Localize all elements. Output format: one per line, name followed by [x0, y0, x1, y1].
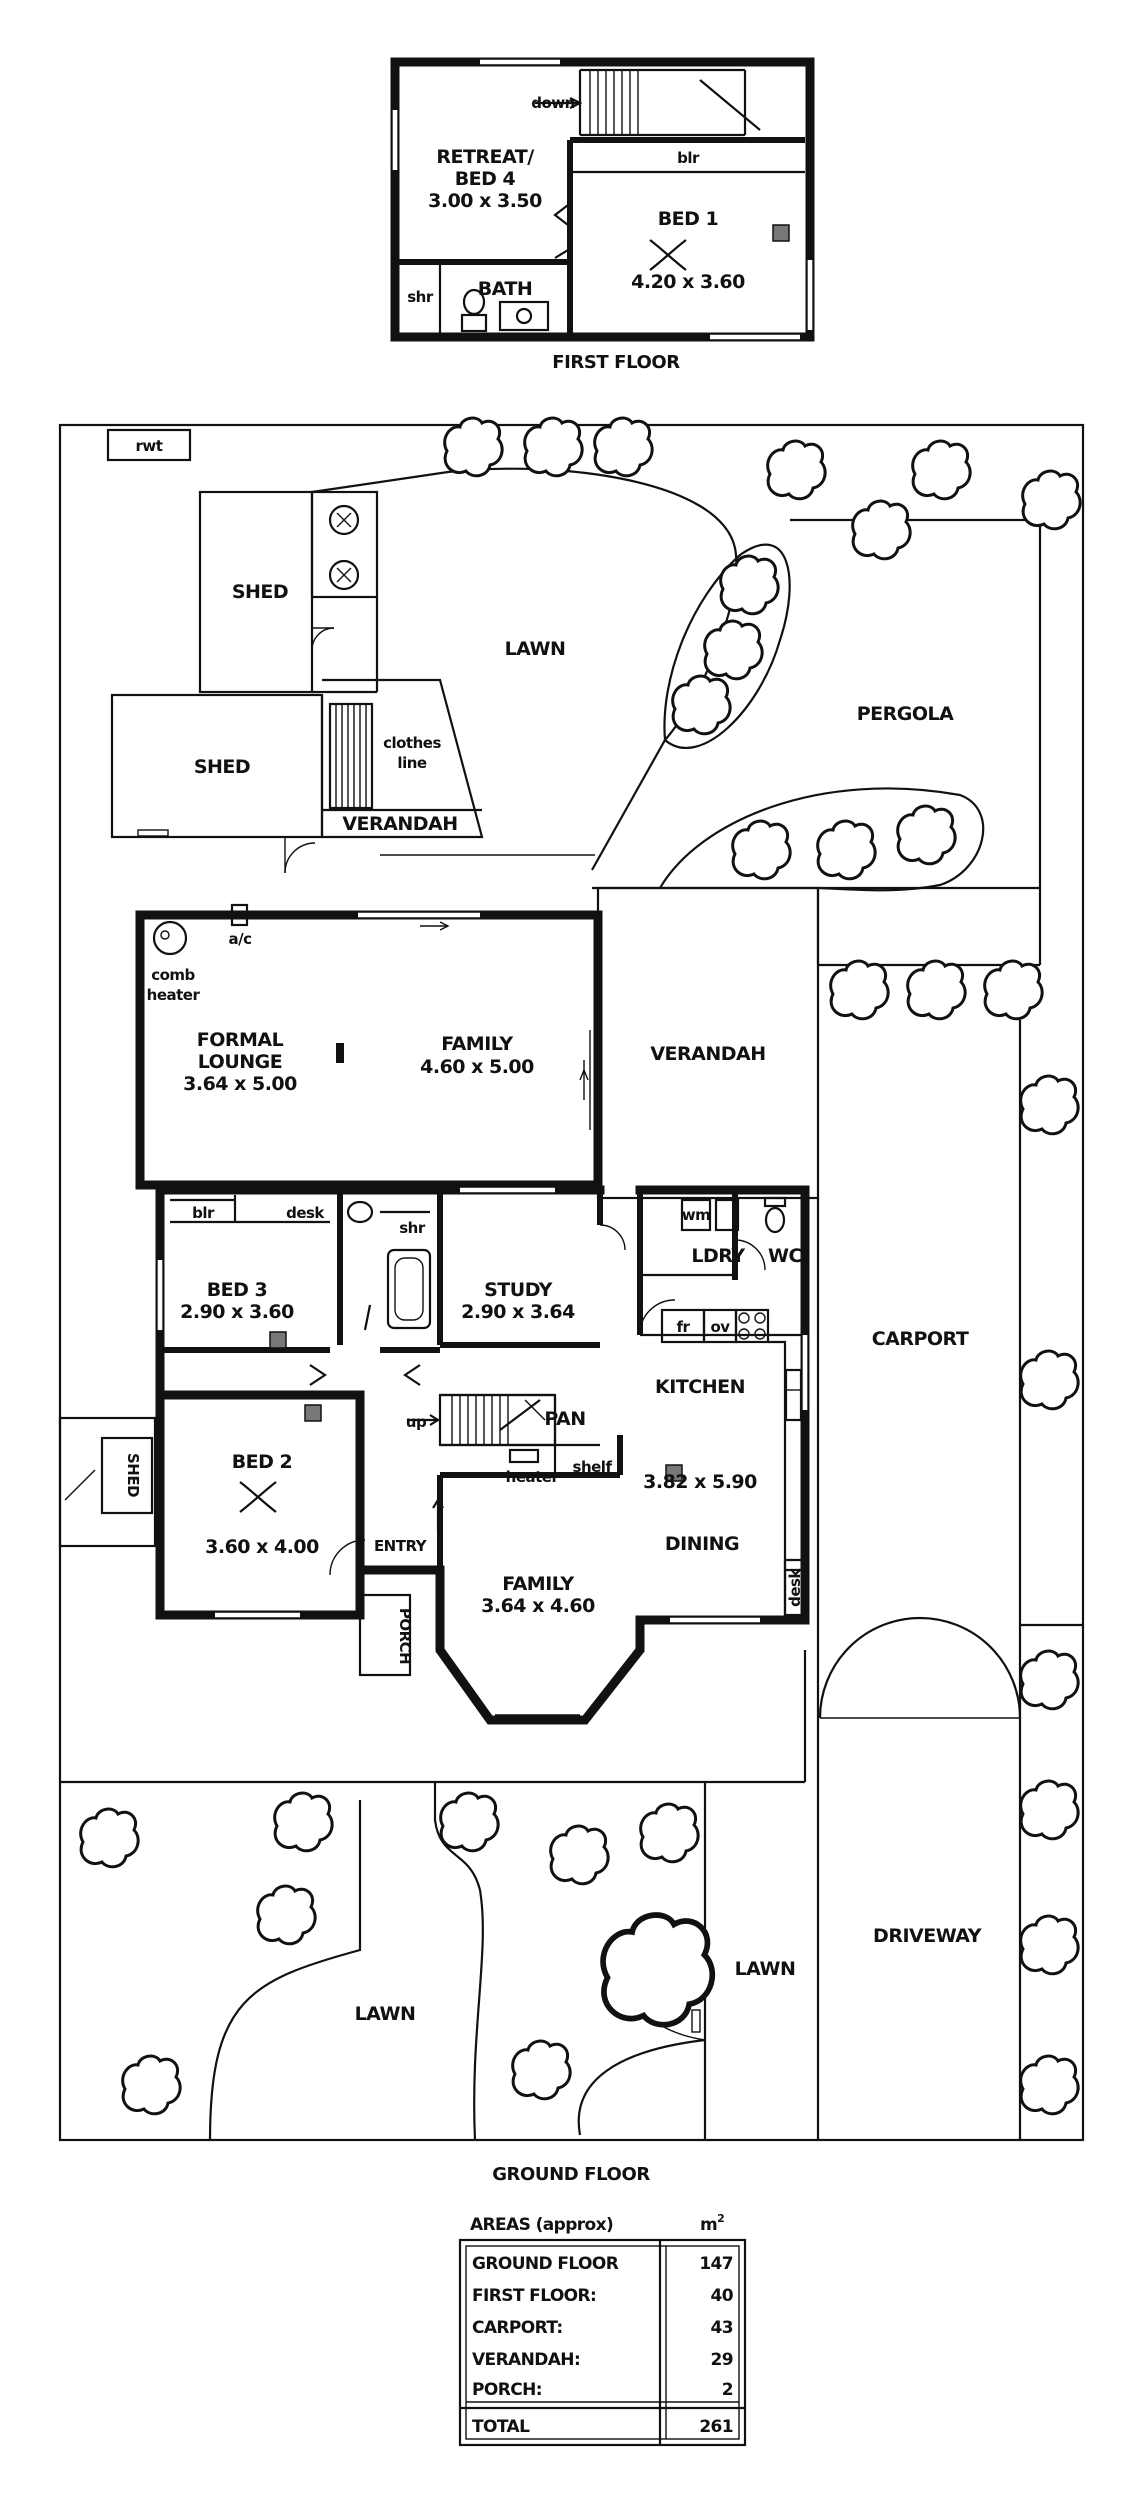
room-dimension-family: 3.64 x 4.60	[481, 1595, 595, 1617]
label-oven: ov	[710, 1318, 730, 1336]
first-floor-plan	[390, 57, 815, 342]
label-driveway: DRIVEWAY	[873, 1925, 982, 1947]
areas-row-2-name: CARPORT:	[472, 2318, 563, 2338]
areas-total-name: TOTAL	[472, 2417, 530, 2437]
room-label-verandah: VERANDAH	[650, 1043, 765, 1065]
label-stairs-down: down	[531, 94, 575, 112]
label-bed3-blr: blr	[192, 1204, 215, 1222]
areas-row-1-name: FIRST FLOOR:	[472, 2286, 596, 2306]
label-clothes-line-1: clothes	[383, 734, 441, 752]
label-lawn-front-middle: LAWN	[735, 1958, 796, 1980]
room-label-laundry: LDRY	[691, 1245, 745, 1267]
label-fridge: fr	[677, 1318, 691, 1336]
areas-row-3-name: VERANDAH:	[472, 2350, 580, 2370]
label-shed-upper: SHED	[232, 581, 288, 603]
areas-unit: m2	[700, 2212, 724, 2235]
room-label-formal-lounge-2: LOUNGE	[198, 1051, 283, 1073]
label-washing-machine: wm	[682, 1206, 711, 1224]
ground-floor-plan	[58, 423, 1085, 2142]
areas-table-title: AREAS (approx)	[470, 2215, 613, 2235]
room-dimension-study: 2.90 x 3.64	[461, 1301, 575, 1323]
room-label-family-top: FAMILY	[441, 1033, 513, 1055]
label-air-conditioner: a/c	[229, 930, 252, 948]
ground-floor-title: GROUND FLOOR	[492, 2164, 650, 2185]
room-label-bed3: BED 3	[207, 1279, 268, 1301]
label-comb-heater-1: comb	[151, 966, 195, 984]
label-bed3-desk: desk	[286, 1204, 325, 1222]
room-label-retreat-line2: BED 4	[455, 168, 516, 190]
room-dimension-bed2: 3.60 x 4.00	[205, 1536, 319, 1558]
areas-row-4-value: 2	[722, 2380, 733, 2400]
room-dimension-retreat: 3.00 x 3.50	[428, 190, 542, 212]
label-first-floor-shower: shr	[407, 288, 434, 306]
label-clothes-line-2: line	[397, 754, 426, 772]
room-dimension-bed3: 2.90 x 3.60	[180, 1301, 294, 1323]
label-lawn-back: LAWN	[505, 638, 566, 660]
room-dimension-formal-lounge: 3.64 x 5.00	[183, 1073, 297, 1095]
room-dimension-bed1: 4.20 x 3.60	[631, 271, 745, 293]
label-comb-heater-2: heater	[147, 986, 201, 1004]
room-label-bed1: BED 1	[658, 208, 719, 230]
label-rainwater-tank: rwt	[136, 437, 163, 455]
label-lawn-front-left: LAWN	[355, 2003, 416, 2025]
label-heater: heater	[506, 1468, 560, 1486]
label-dining-desk: desk	[786, 1568, 804, 1607]
room-label-family: FAMILY	[502, 1573, 574, 1595]
label-entry: ENTRY	[374, 1537, 428, 1555]
room-label-wc: WC	[768, 1245, 802, 1267]
areas-row-4-name: PORCH:	[472, 2380, 542, 2400]
areas-unit-base: m	[700, 2215, 717, 2235]
label-pergola: PERGOLA	[857, 703, 954, 725]
label-carport: CARPORT	[872, 1328, 969, 1350]
room-dimension-family-top: 4.60 x 5.00	[420, 1056, 534, 1078]
label-shelf: shelf	[573, 1458, 613, 1476]
areas-row-1-value: 40	[711, 2286, 734, 2306]
first-floor-title: FIRST FLOOR	[552, 352, 680, 373]
areas-row-2-value: 43	[711, 2318, 733, 2338]
room-label-formal-lounge-1: FORMAL	[197, 1029, 284, 1051]
room-label-bath: BATH	[478, 278, 533, 300]
room-label-bed2: BED 2	[232, 1451, 293, 1473]
areas-row-0-value: 147	[699, 2254, 733, 2274]
label-pantry: PAN	[544, 1408, 585, 1430]
areas-row-0-name: GROUND FLOOR	[472, 2254, 619, 2274]
room-label-study: STUDY	[484, 1279, 552, 1301]
room-label-kitchen: KITCHEN	[655, 1376, 745, 1398]
room-dimension-kitchen: 3.82 x 5.90	[643, 1471, 757, 1493]
areas-total-value: 261	[699, 2417, 733, 2437]
areas-table: AREAS (approx) m2 GROUND FLOOR 147 FIRST…	[458, 2212, 747, 2447]
label-porch: PORCH	[396, 1608, 414, 1664]
label-stairs-up: up	[406, 1413, 427, 1431]
areas-unit-superscript: 2	[717, 2212, 724, 2225]
areas-row-3-value: 29	[711, 2350, 733, 2370]
room-label-dining: DINING	[665, 1533, 739, 1555]
label-verandah-small: VERANDAH	[342, 813, 457, 835]
label-ground-shower: shr	[399, 1219, 426, 1237]
landscape-trees	[79, 416, 1082, 2116]
label-side-shed: SHED	[124, 1453, 142, 1497]
label-shed-lower: SHED	[194, 756, 250, 778]
label-first-floor-blr: blr	[677, 149, 700, 167]
room-label-retreat-line1: RETREAT/	[436, 146, 534, 168]
